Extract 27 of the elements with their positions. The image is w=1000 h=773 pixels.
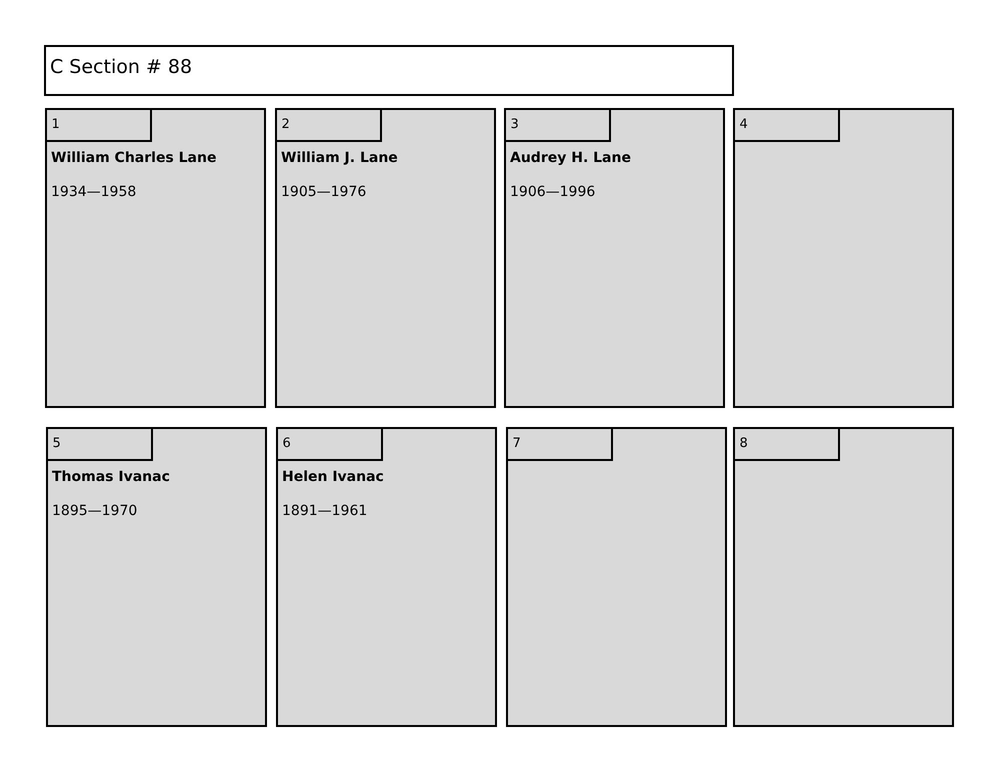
number-tab: 4 <box>732 108 840 142</box>
name-text: William Charles Lane <box>51 150 216 166</box>
number-tab: 6 <box>276 426 382 460</box>
date-text: 1934—1958 <box>51 184 136 200</box>
plot-box <box>733 427 954 727</box>
plot-box <box>45 108 266 408</box>
date-text: 1905—1976 <box>281 184 366 200</box>
date-text: 1906—1996 <box>510 184 596 200</box>
date-text: 1891—1961 <box>282 503 368 519</box>
plot-box <box>275 108 496 408</box>
number-tab: 3 <box>504 108 610 142</box>
plot-box <box>733 108 954 408</box>
number-tab: 7 <box>506 426 612 460</box>
name-text: Helen Ivanac <box>282 469 384 485</box>
number-tab: 2 <box>274 108 382 142</box>
title-box: C Section # 88 <box>44 45 734 96</box>
number-tab: 8 <box>732 426 840 460</box>
number-tab: 1 <box>44 108 152 142</box>
plot-box <box>46 427 267 727</box>
name-text: Thomas Ivanac <box>52 469 170 485</box>
date-text: 1895—1970 <box>52 503 138 519</box>
plot-box <box>504 108 725 408</box>
plot-box <box>276 427 497 727</box>
name-text: Audrey H. Lane <box>510 150 631 166</box>
number-tab: 5 <box>46 426 152 460</box>
plot-box <box>506 427 727 727</box>
name-text: William J. Lane <box>281 150 398 166</box>
